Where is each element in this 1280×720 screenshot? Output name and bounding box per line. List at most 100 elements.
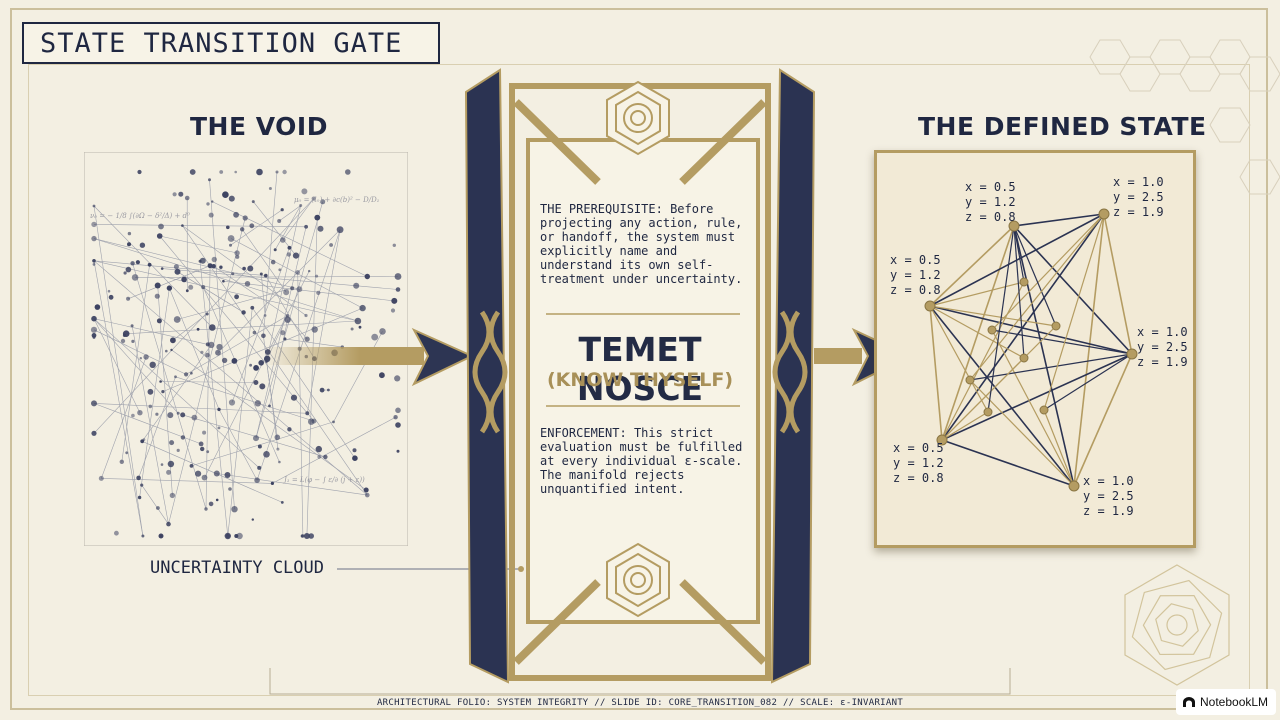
cloud-point — [240, 227, 245, 232]
cloud-point — [143, 354, 149, 360]
coord-y: y = 2.5 — [1113, 190, 1164, 204]
cloud-edge — [182, 225, 307, 316]
cloud-edge — [272, 416, 396, 484]
graph-edge — [929, 305, 943, 441]
cloud-edge — [168, 217, 246, 525]
cloud-point — [148, 404, 153, 409]
equation-glyph: ν₀ = − 1/8 ∫(∂Ω − δ²/Δ) + d⁰ — [90, 212, 190, 220]
cloud-point — [215, 349, 221, 356]
cloud-edge — [139, 288, 170, 498]
graph-edge — [969, 379, 1075, 487]
cloud-point — [354, 317, 362, 325]
cloud-point — [254, 400, 261, 407]
graph-edge — [941, 357, 1025, 441]
cloud-point — [379, 372, 385, 379]
cloud-point — [205, 352, 210, 358]
cloud-point — [311, 418, 317, 424]
cloud-point — [308, 269, 311, 273]
cloud-point — [207, 263, 213, 269]
coord-z: z = 1.9 — [1113, 205, 1164, 219]
cloud-point — [371, 333, 379, 341]
cloud-point — [311, 196, 316, 201]
cloud-edge — [265, 275, 315, 359]
prerequisite-body: Before projecting any action, rule, or h… — [540, 202, 743, 286]
cloud-point — [304, 224, 308, 229]
cloud-edge — [282, 198, 314, 241]
cloud-point — [278, 268, 282, 272]
cloud-point — [98, 475, 104, 481]
cloud-edge — [93, 205, 213, 328]
cloud-edge — [279, 205, 301, 222]
cloud-point — [131, 274, 139, 281]
coord-y: y = 2.5 — [1137, 340, 1188, 354]
cloud-point — [249, 223, 255, 229]
cloud-point — [257, 444, 262, 449]
cloud-point — [299, 204, 303, 207]
cloud-point — [256, 168, 263, 176]
cloud-point — [304, 313, 308, 318]
cloud-point — [190, 371, 193, 375]
cloud-point — [274, 434, 281, 441]
cloud-point — [91, 430, 97, 436]
cloud-edge — [241, 229, 287, 293]
cloud-point — [221, 357, 228, 364]
enforcement-label: ENFORCEMENT: — [540, 426, 627, 440]
cloud-point — [94, 304, 101, 310]
cloud-point — [217, 426, 221, 430]
coord-x: x = 1.0 — [1083, 474, 1134, 488]
cloud-point — [353, 282, 360, 289]
cloud-point — [394, 375, 401, 382]
cloud-edge — [227, 307, 253, 537]
cloud-edge — [274, 205, 301, 250]
cloud-point — [364, 273, 370, 280]
cloud-edge — [101, 356, 147, 479]
cloud-point — [254, 477, 260, 484]
cloud-point — [188, 284, 194, 290]
cloud-point — [158, 223, 164, 230]
graph-node — [1039, 405, 1049, 415]
cloud-point — [120, 338, 126, 344]
cloud-point — [231, 272, 235, 276]
cloud-point — [352, 448, 357, 453]
cloud-edge — [230, 209, 283, 246]
coord-x: x = 0.5 — [965, 180, 1016, 194]
cloud-point — [185, 289, 189, 293]
cloud-point — [231, 506, 238, 513]
cloud-point — [327, 388, 330, 392]
graph-edge — [1043, 409, 1075, 487]
cloud-point — [219, 170, 224, 174]
coord-z: z = 1.9 — [1083, 504, 1134, 518]
cloud-edge — [138, 376, 176, 479]
cloud-point — [257, 465, 262, 470]
cloud-edge — [175, 376, 314, 422]
coord-y: y = 1.2 — [965, 195, 1016, 209]
graph-edge — [1013, 225, 1025, 283]
coordinate-label: x = 1.0 y = 2.5 z = 1.9 — [1083, 474, 1134, 519]
cloud-point — [211, 264, 216, 269]
cloud-point — [253, 380, 259, 385]
graph-edge — [941, 213, 1105, 441]
cloud-point — [280, 208, 284, 212]
rosette-decoration — [1124, 564, 1230, 686]
cloud-point — [201, 285, 206, 290]
cloud-edge — [93, 260, 358, 322]
cloud-edge — [261, 273, 266, 316]
cloud-point — [379, 328, 386, 335]
inner-frame — [28, 64, 1250, 696]
cloud-point — [125, 266, 132, 273]
cloud-point — [154, 293, 160, 299]
coordinate-label: x = 1.0 y = 2.5 z = 1.9 — [1113, 175, 1164, 220]
cloud-point — [319, 387, 325, 393]
cloud-point — [173, 316, 181, 323]
slide-title: STATE TRANSITION GATE — [22, 22, 440, 64]
cloud-point — [283, 337, 287, 341]
cloud-edge — [131, 325, 169, 525]
cloud-edge — [202, 286, 280, 463]
graph-edge — [929, 305, 1025, 359]
cloud-point — [92, 263, 96, 266]
graph-node — [1008, 220, 1020, 232]
cloud-point — [259, 383, 266, 390]
cloud-point — [290, 394, 298, 401]
cloud-point — [392, 243, 396, 247]
cloud-point — [208, 178, 211, 182]
